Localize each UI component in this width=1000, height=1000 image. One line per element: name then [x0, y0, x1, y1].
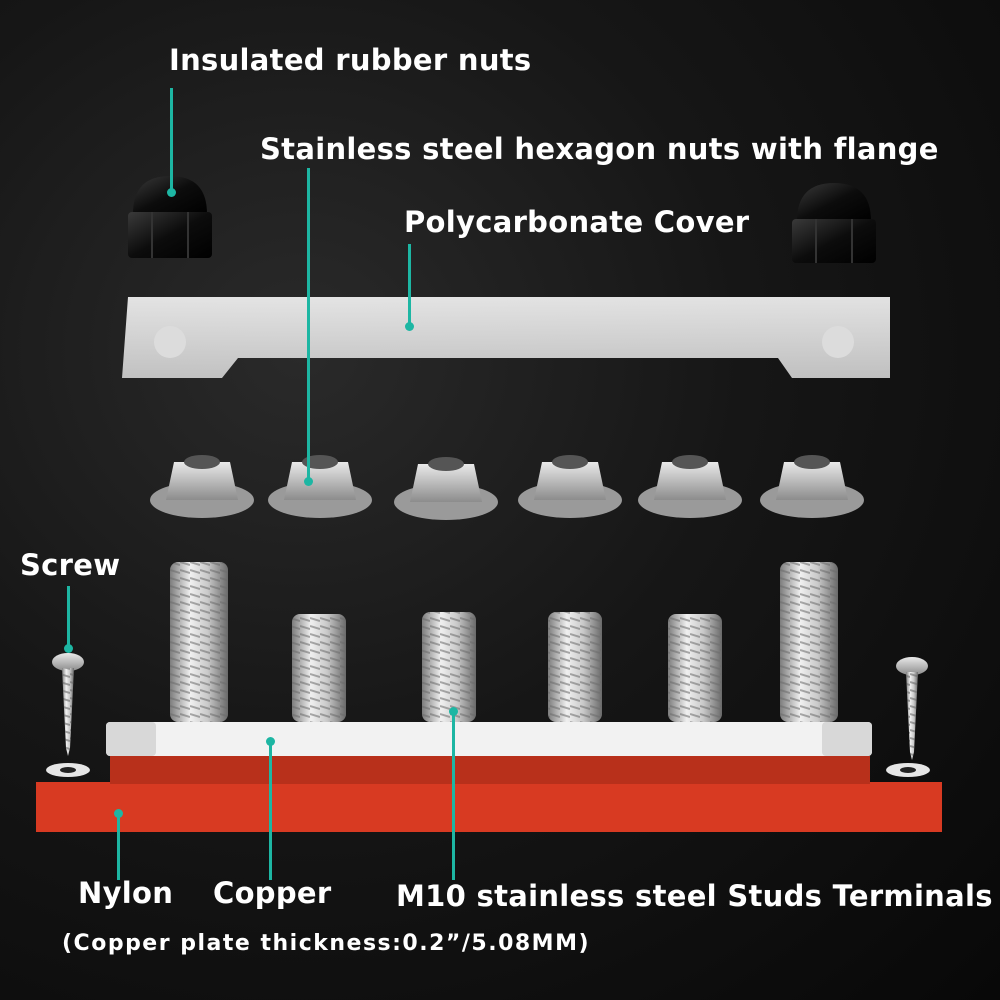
stud-large	[780, 562, 838, 722]
label-thickness-note: (Copper plate thickness:0.2”/5.08MM)	[62, 931, 591, 956]
leader-dot	[64, 644, 73, 653]
leader-copper	[269, 742, 272, 880]
label-studs: M10 stainless steel Studs Terminals	[396, 879, 993, 913]
copper-plate	[106, 722, 872, 756]
leader-nylon	[117, 814, 120, 880]
leader-insulated-nuts	[170, 88, 173, 192]
leader-hex-nuts	[307, 168, 310, 480]
nylon-base	[36, 782, 942, 832]
leader-studs	[452, 712, 455, 880]
stud	[668, 614, 722, 722]
leader-dot	[266, 737, 275, 746]
flange-nuts	[150, 455, 864, 520]
stud	[422, 612, 476, 722]
label-screw: Screw	[20, 548, 121, 582]
screw-right	[886, 657, 930, 777]
stud	[548, 612, 602, 722]
polycarbonate-cover	[122, 297, 890, 378]
flange-nut	[518, 455, 622, 518]
flange-nut	[638, 455, 742, 518]
flange-nut	[268, 455, 372, 518]
leader-dot	[167, 188, 176, 197]
flange-nut	[760, 455, 864, 518]
label-nylon: Nylon	[78, 876, 174, 910]
stud-large	[170, 562, 228, 722]
flange-nut	[150, 455, 254, 518]
leader-dot	[114, 809, 123, 818]
screw-left	[46, 653, 90, 777]
leader-cover	[408, 244, 411, 326]
stud	[292, 614, 346, 722]
label-insulated-nuts: Insulated rubber nuts	[169, 43, 532, 77]
studs	[170, 562, 838, 722]
label-copper: Copper	[213, 876, 332, 910]
leader-dot	[449, 707, 458, 716]
label-hex-nuts: Stainless steel hexagon nuts with flange	[260, 132, 939, 166]
leader-dot	[405, 322, 414, 331]
label-cover: Polycarbonate Cover	[404, 205, 750, 239]
cap-nut-right	[792, 183, 876, 263]
flange-nut	[394, 457, 498, 520]
leader-screw	[67, 586, 70, 648]
leader-dot	[304, 477, 313, 486]
